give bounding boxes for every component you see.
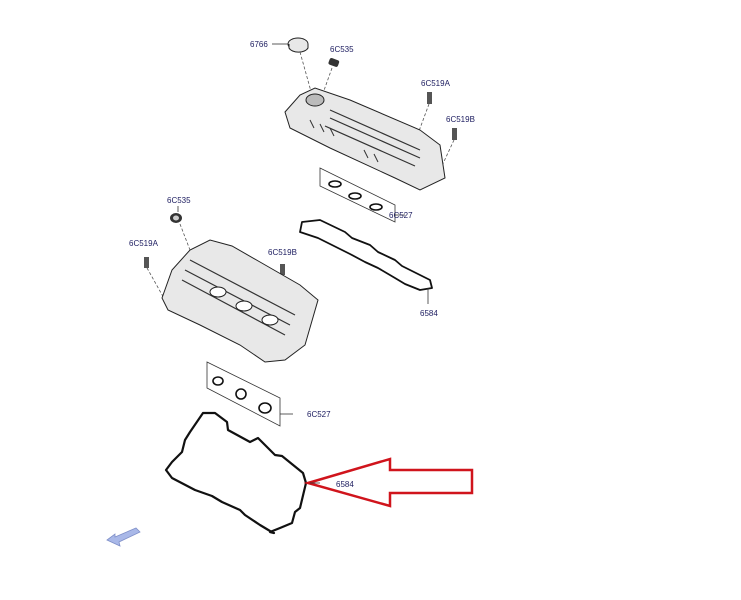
seal-upper <box>328 58 340 67</box>
label-stud-b-upper: 6C519B <box>446 115 475 124</box>
label-seals-upper: 6C527 <box>389 211 413 220</box>
highlight-arrow <box>303 457 474 508</box>
spark-plug-seals-lower <box>206 361 293 427</box>
label-gasket-lower: 6584 <box>336 480 354 489</box>
label-stud-a-upper: 6C519A <box>421 79 451 88</box>
valve-cover-lower <box>161 239 319 363</box>
label-gasket-upper: 6584 <box>420 309 438 318</box>
valve-cover-upper <box>284 87 446 191</box>
label-oil-filler-cap: 6766 <box>250 40 268 49</box>
seal-lower <box>170 206 191 251</box>
gasket-upper <box>299 219 433 304</box>
label-seal-lower: 6C535 <box>167 196 191 205</box>
label-stud-b-lower: 6C519B <box>268 248 297 257</box>
label-seals-lower: 6C527 <box>307 410 331 419</box>
label-seal-upper: 6C535 <box>330 45 354 54</box>
direction-arrow-icon <box>106 527 141 547</box>
spark-plug-seals-upper <box>319 167 405 223</box>
oil-filler-cap <box>272 37 309 53</box>
label-stud-a-lower: 6C519A <box>129 239 159 248</box>
bolt-6c519a-lower <box>144 257 166 301</box>
gasket-lower <box>164 411 308 535</box>
